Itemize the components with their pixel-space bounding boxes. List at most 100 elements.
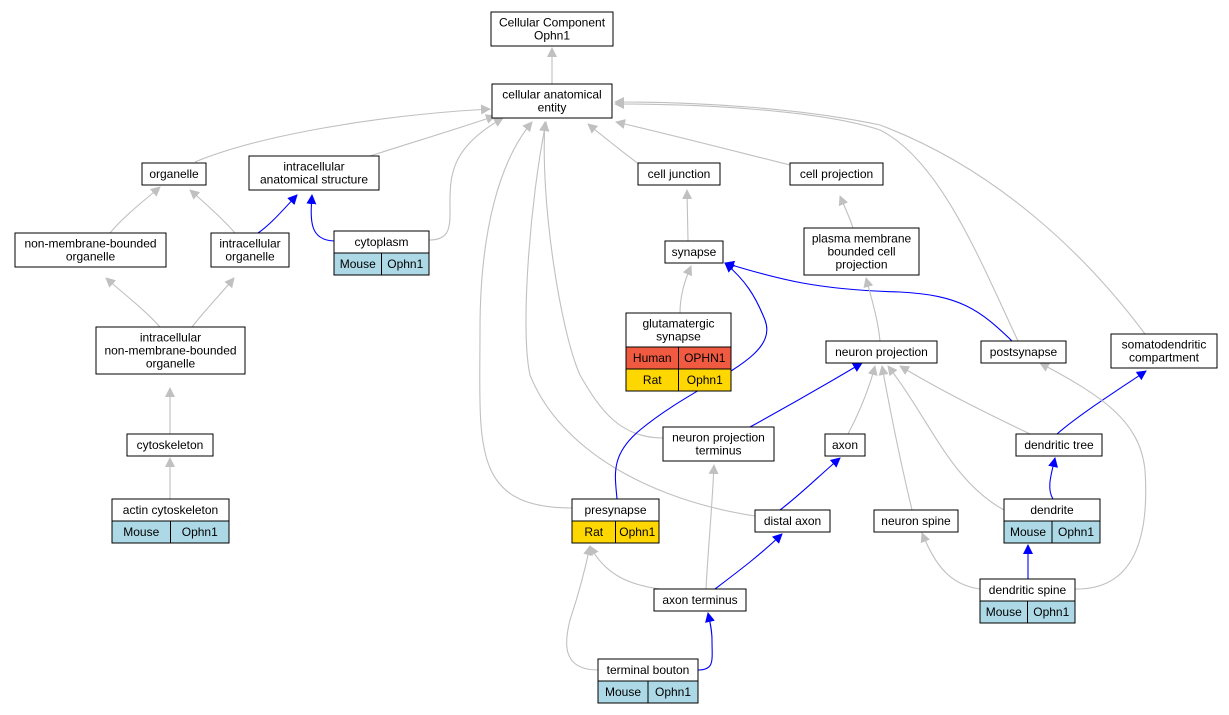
species-label: Mouse [986,605,1022,619]
edge-partof-dendrite-to-dendritictree [1048,457,1059,500]
edges-layer [105,47,1147,671]
node-label: compartment [1129,351,1200,365]
species-label: Mouse [340,257,376,271]
gene-cell [678,368,732,392]
edge-isa-synapse-to-celljunction [682,189,693,242]
species-label: Mouse [1010,525,1046,539]
node-box [824,433,866,457]
node-label: organelle [225,250,275,264]
node-organelle[interactable]: organelle [141,162,207,186]
node-box [1015,433,1103,457]
node-label: synapse [672,245,717,259]
edge-isa-ias-to-cae [369,114,496,157]
species-label: Rat [643,373,662,387]
edge-isa-axonterminus-to-presynapse [589,545,661,590]
node-label: distal axon [764,514,821,528]
node-label: bounded cell [827,245,895,259]
node-box [653,588,747,612]
node-label: terminus [695,444,741,458]
edge-isa-postsynapse-to-cae [614,99,1019,342]
node-label: non-membrane-bounded [24,237,156,251]
edge-isa-pmbcp-to-cellprojection [838,195,854,229]
node-label: axon terminus [662,593,737,607]
node-label: non-membrane-bounded [104,344,236,358]
node-dendritictree[interactable]: dendritic tree [1015,433,1103,457]
node-neuronspine[interactable]: neuron spine [873,509,959,533]
gene-cell [1027,600,1076,624]
edge-isa-cellprojection-to-cae [615,119,791,166]
node-box [248,155,380,191]
gene-label: Ophn1 [182,525,218,539]
edge-isa-dendriticspine-to-postsynapse [1039,362,1147,590]
node-inmbo[interactable]: intracellularnon-membrane-boundedorganel… [95,326,246,375]
node-box [491,83,613,119]
node-label: axon [832,438,858,452]
node-label: organelle [149,167,199,181]
node-label: anatomical structure [260,173,368,187]
node-label: neuron projection [672,431,765,445]
gene-label: Ophn1 [1033,605,1069,619]
edge-isa-terminalbouton-to-presynapse [566,545,599,671]
edge-isa-distalaxon-to-cae [525,121,756,517]
node-label: neuron projection [835,345,928,359]
node-celljunction[interactable]: cell junction [637,162,721,186]
node-box [803,227,920,276]
gene-label: Ophn1 [687,373,723,387]
edge-partof-npterminus-to-neuronprojection [749,362,863,428]
gene-label: Ophn1 [387,257,423,271]
gene-label: Ophn1 [619,525,655,539]
edge-partof-distalaxon-to-axon [779,457,841,511]
node-box [825,340,938,364]
node-box [210,232,290,268]
gene-cell [1051,520,1101,544]
node-label: synapse [656,330,701,344]
node-distalaxon[interactable]: distal axon [754,509,831,533]
edge-isa-dendrite-to-neuronprojection [887,365,1005,511]
node-box [789,162,884,186]
node-label: actin cytoskeleton [123,503,218,517]
edge-partof-io-to-ias [257,194,298,234]
node-box [980,340,1067,364]
node-synapse[interactable]: synapse [664,240,724,264]
edge-isa-neuronprojection-to-pmbcp [863,277,881,342]
node-label: postsynapse [990,345,1058,359]
node-label: dendrite [1030,503,1074,517]
node-neuronprojection[interactable]: neuron projection [825,340,938,364]
node-cytoskeleton[interactable]: cytoskeleton [126,433,214,457]
edge-isa-presynapse-to-cae [479,121,573,509]
node-label: dendritic tree [1024,438,1094,452]
node-label: somatodendritic [1122,338,1207,352]
gene-cell [170,520,230,544]
edge-isa-celljunction-to-cae [587,123,641,166]
node-postsynapse[interactable]: postsynapse [980,340,1067,364]
node-box [662,426,775,462]
edge-isa-dendriticspine-to-neuronspine [920,532,981,590]
node-label: neuron spine [881,514,951,528]
node-label: dendritic spine [989,583,1067,597]
node-label: glutamatergic [642,317,714,331]
node-box [490,11,614,47]
node-label: intracellular [140,331,201,345]
gene-label: Ophn1 [1058,525,1094,539]
node-label: Cellular Component [499,16,606,30]
edge-partof-cytoplasm-to-ias [306,194,335,242]
node-cellprojection[interactable]: cell projection [789,162,884,186]
node-axon[interactable]: axon [824,433,866,457]
node-axonterminus[interactable]: axon terminus [653,588,747,612]
gene-label: OPHN1 [684,351,726,365]
